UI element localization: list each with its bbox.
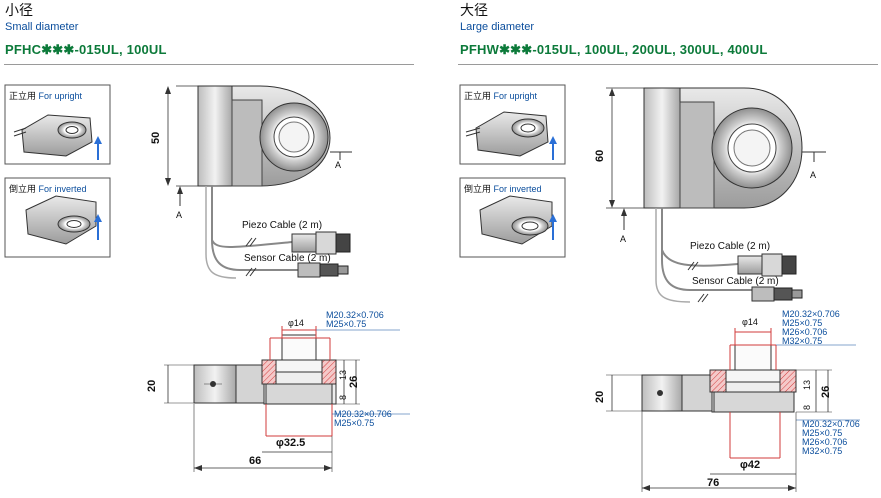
left-thread-spec-bottom: M20.32×0.706 M25×0.75	[334, 410, 392, 428]
left-height-dimension: 50	[150, 131, 162, 144]
left-model-number: PFHC✱✱✱-015UL, 100UL	[5, 42, 167, 57]
left-thread-bottom-1: M20.32×0.706	[334, 409, 392, 419]
right-upright-thumbnail-drawing	[459, 84, 566, 165]
right-thread-bottom-4: M32×0.75	[802, 446, 843, 456]
left-dim-width: 66	[249, 455, 262, 467]
right-inverted-jp: 倒立用	[464, 184, 492, 194]
right-sensor-cable-label: Sensor Cable (2 m)	[692, 276, 779, 287]
left-inverted-jp: 倒立用	[9, 184, 37, 194]
right-section-a-right: A	[810, 170, 817, 180]
right-dim-26: 26	[820, 385, 832, 398]
right-thread-top-2: M25×0.75	[782, 318, 823, 328]
left-upright-thumbnail-drawing	[4, 84, 111, 165]
right-thread-top-4: M32×0.75	[782, 336, 823, 346]
right-section-a-bottom: A	[620, 234, 627, 244]
right-dim-width: 76	[707, 477, 720, 489]
right-section-view	[606, 328, 860, 492]
right-upright-jp: 正立用	[464, 91, 492, 101]
left-piezo-cable-label: Piezo Cable (2 m)	[242, 220, 323, 231]
left-dim-bottom-diameter: φ32.5	[276, 437, 306, 449]
left-dim-20: 20	[146, 379, 158, 392]
right-upright-caption: 正立用 For upright	[464, 89, 537, 102]
left-inverted-caption: 倒立用 For inverted	[9, 182, 87, 195]
left-hole-diameter: φ14	[288, 318, 304, 328]
right-height-dimension: 60	[594, 149, 606, 162]
right-title-jp: 大径	[460, 2, 488, 18]
right-thread-spec-top: M20.32×0.706 M25×0.75 M26×0.706 M32×0.75	[782, 310, 840, 346]
left-sensor-cable-label: Sensor Cable (2 m)	[244, 253, 331, 264]
right-inverted-thumbnail-drawing	[459, 177, 566, 258]
right-dim-bottom-diameter: φ42	[740, 459, 761, 471]
right-thread-top-1: M20.32×0.706	[782, 309, 840, 319]
right-thread-top-3: M26×0.706	[782, 327, 828, 337]
left-section-a-right: A	[335, 160, 342, 170]
right-dim-13: 13	[802, 379, 812, 390]
left-header-rule	[4, 64, 414, 65]
left-section-a-bottom: A	[176, 210, 183, 220]
left-top-view	[165, 85, 352, 279]
right-hole-diameter: φ14	[742, 317, 758, 327]
left-dim-8: 8	[338, 394, 348, 400]
right-dim-20: 20	[594, 390, 606, 403]
left-subtitle: Small diameter	[5, 21, 79, 33]
right-header-rule	[458, 64, 878, 65]
left-thread-bottom-2: M25×0.75	[334, 418, 375, 428]
left-upright-caption: 正立用 For upright	[9, 89, 82, 102]
left-section-view	[164, 326, 410, 472]
left-upright-jp: 正立用	[9, 91, 37, 101]
right-thread-spec-bottom: M20.32×0.706 M25×0.75 M26×0.706 M32×0.75	[802, 420, 860, 456]
left-title-jp: 小径	[5, 2, 33, 18]
right-dim-8: 8	[802, 404, 812, 410]
right-upright-en: For upright	[493, 91, 538, 101]
left-dim-26: 26	[348, 375, 360, 388]
left-dim-13: 13	[338, 369, 348, 380]
left-thread-top-1: M20.32×0.706	[326, 310, 384, 320]
left-inverted-thumbnail-drawing	[4, 177, 111, 258]
right-subtitle: Large diameter	[460, 21, 534, 33]
right-inverted-caption: 倒立用 For inverted	[464, 182, 542, 195]
right-inverted-en: For inverted	[493, 184, 542, 194]
right-top-view	[606, 87, 826, 303]
left-thread-top-2: M25×0.75	[326, 319, 367, 329]
right-thread-bottom-3: M26×0.706	[802, 437, 848, 447]
right-thread-bottom-1: M20.32×0.706	[802, 419, 860, 429]
right-model-number: PFHW✱✱✱-015UL, 100UL, 200UL, 300UL, 400U…	[460, 42, 768, 57]
left-upright-en: For upright	[38, 91, 83, 101]
right-thread-bottom-2: M25×0.75	[802, 428, 843, 438]
right-piezo-cable-label: Piezo Cable (2 m)	[690, 241, 771, 252]
left-inverted-en: For inverted	[38, 184, 87, 194]
left-thread-spec-top: M20.32×0.706 M25×0.75	[326, 311, 384, 329]
